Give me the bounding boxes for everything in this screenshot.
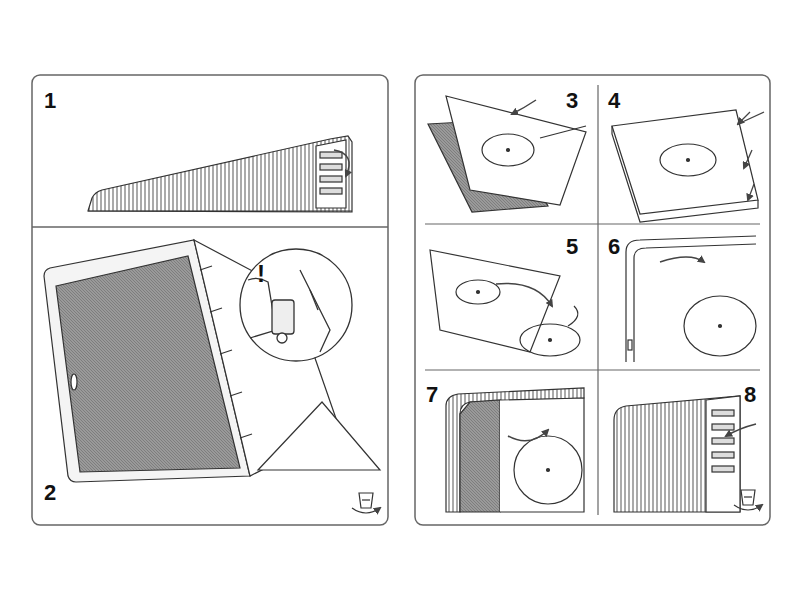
cup-icon	[744, 496, 752, 497]
fold-arrow	[726, 424, 756, 436]
cup-icon	[359, 493, 373, 508]
cover-fold-step	[482, 134, 534, 166]
panel-frame	[32, 226, 388, 228]
panel-frame	[597, 85, 598, 515]
tablet-with-cover	[240, 434, 252, 438]
step-number: 3	[566, 90, 578, 112]
tablet-corner-step	[634, 244, 756, 362]
tablet-corner-step	[628, 340, 632, 350]
panel-frame	[425, 369, 760, 370]
cover-detach-step	[568, 306, 578, 326]
tablet-with-cover	[220, 350, 232, 354]
keyboard-case-side	[320, 164, 342, 170]
keyboard-case-side	[316, 140, 346, 208]
detail-magnifier	[272, 300, 294, 334]
tablet-with-cover	[71, 374, 77, 390]
panel-frame	[32, 75, 770, 525]
cup-icon	[352, 493, 380, 513]
panel-frame	[415, 75, 770, 525]
cup-icon	[352, 508, 380, 513]
tablet-corner-step	[626, 236, 756, 362]
detail-magnifier	[277, 333, 287, 343]
press-arrow	[738, 112, 764, 200]
cup-icon	[741, 490, 755, 505]
tablet-corner-step	[719, 325, 722, 328]
cover-closed-step	[612, 126, 758, 222]
cover-detach-step	[520, 324, 580, 356]
keyboard-case-side	[320, 188, 342, 194]
press-arrow	[748, 184, 754, 200]
cover-detach-step	[430, 250, 580, 356]
keyboard-folded-step	[712, 438, 734, 444]
cover-closed-step	[612, 110, 758, 214]
cover-closed-step	[660, 144, 716, 176]
keyboard-folded-step	[712, 452, 734, 458]
panel-frame	[32, 75, 388, 525]
cup-icon	[734, 505, 762, 510]
keyboard-close-step	[446, 388, 584, 512]
keyboard-folded-step	[712, 466, 734, 472]
keyboard-case-side	[320, 152, 342, 158]
step-number: 8	[744, 384, 756, 406]
tablet-corner-step	[684, 296, 756, 356]
keyboard-folded-step	[614, 396, 740, 512]
cover-closed-step	[612, 110, 758, 222]
detail-magnifier	[240, 249, 352, 361]
cup-icon	[362, 499, 370, 500]
cover-detach-step	[549, 339, 552, 342]
keyboard-close-step	[460, 400, 500, 512]
close-arrow	[508, 430, 548, 441]
tablet-with-cover	[44, 240, 380, 482]
keyboard-case-side	[88, 136, 352, 212]
keyboard-folded-step	[712, 424, 734, 430]
cover-closed-step	[687, 159, 690, 162]
cover-fold-step	[428, 96, 586, 212]
fold-arrow	[512, 100, 536, 114]
turn-arrow	[660, 257, 704, 262]
keyboard-folded-step	[712, 410, 734, 416]
cup-icon	[734, 490, 762, 510]
press-arrow	[738, 112, 750, 124]
cover-detach-step	[477, 291, 480, 294]
step-number: 7	[426, 384, 438, 406]
step-number: 1	[44, 90, 56, 112]
cover-detach-step	[456, 280, 500, 304]
detail-magnifier	[240, 249, 352, 361]
keyboard-folded-step	[706, 396, 740, 512]
callout-mark: !	[257, 262, 265, 286]
tablet-with-cover	[210, 308, 222, 312]
detail-magnifier	[300, 270, 330, 352]
detail-magnifier	[310, 290, 318, 310]
move-arrow	[496, 283, 552, 306]
keyboard-folded-step	[614, 396, 740, 512]
cover-fold-step	[540, 126, 586, 138]
panel-frame	[425, 223, 760, 224]
keyboard-case-side	[88, 210, 352, 211]
tablet-with-cover	[258, 402, 380, 470]
step-number: 5	[566, 236, 578, 258]
tablet-with-cover	[230, 392, 242, 396]
keyboard-close-step	[547, 469, 550, 472]
cover-fold-step	[507, 149, 510, 152]
keyboard-close-step	[514, 436, 582, 504]
keyboard-close-step	[446, 388, 584, 512]
tablet-corner-step	[626, 236, 756, 362]
step-number: 4	[608, 90, 620, 112]
keyboard-close-step	[500, 398, 584, 512]
tablet-with-cover	[200, 266, 212, 270]
keyboard-case-side	[88, 136, 352, 212]
cover-detach-step	[430, 250, 560, 352]
keyboard-case-side	[320, 176, 342, 182]
press-arrow	[738, 112, 764, 124]
step-number: 6	[608, 236, 620, 258]
fold-arrow	[334, 150, 349, 176]
cover-fold-step	[446, 96, 586, 205]
step-number: 2	[44, 482, 56, 504]
press-arrow	[744, 150, 752, 168]
